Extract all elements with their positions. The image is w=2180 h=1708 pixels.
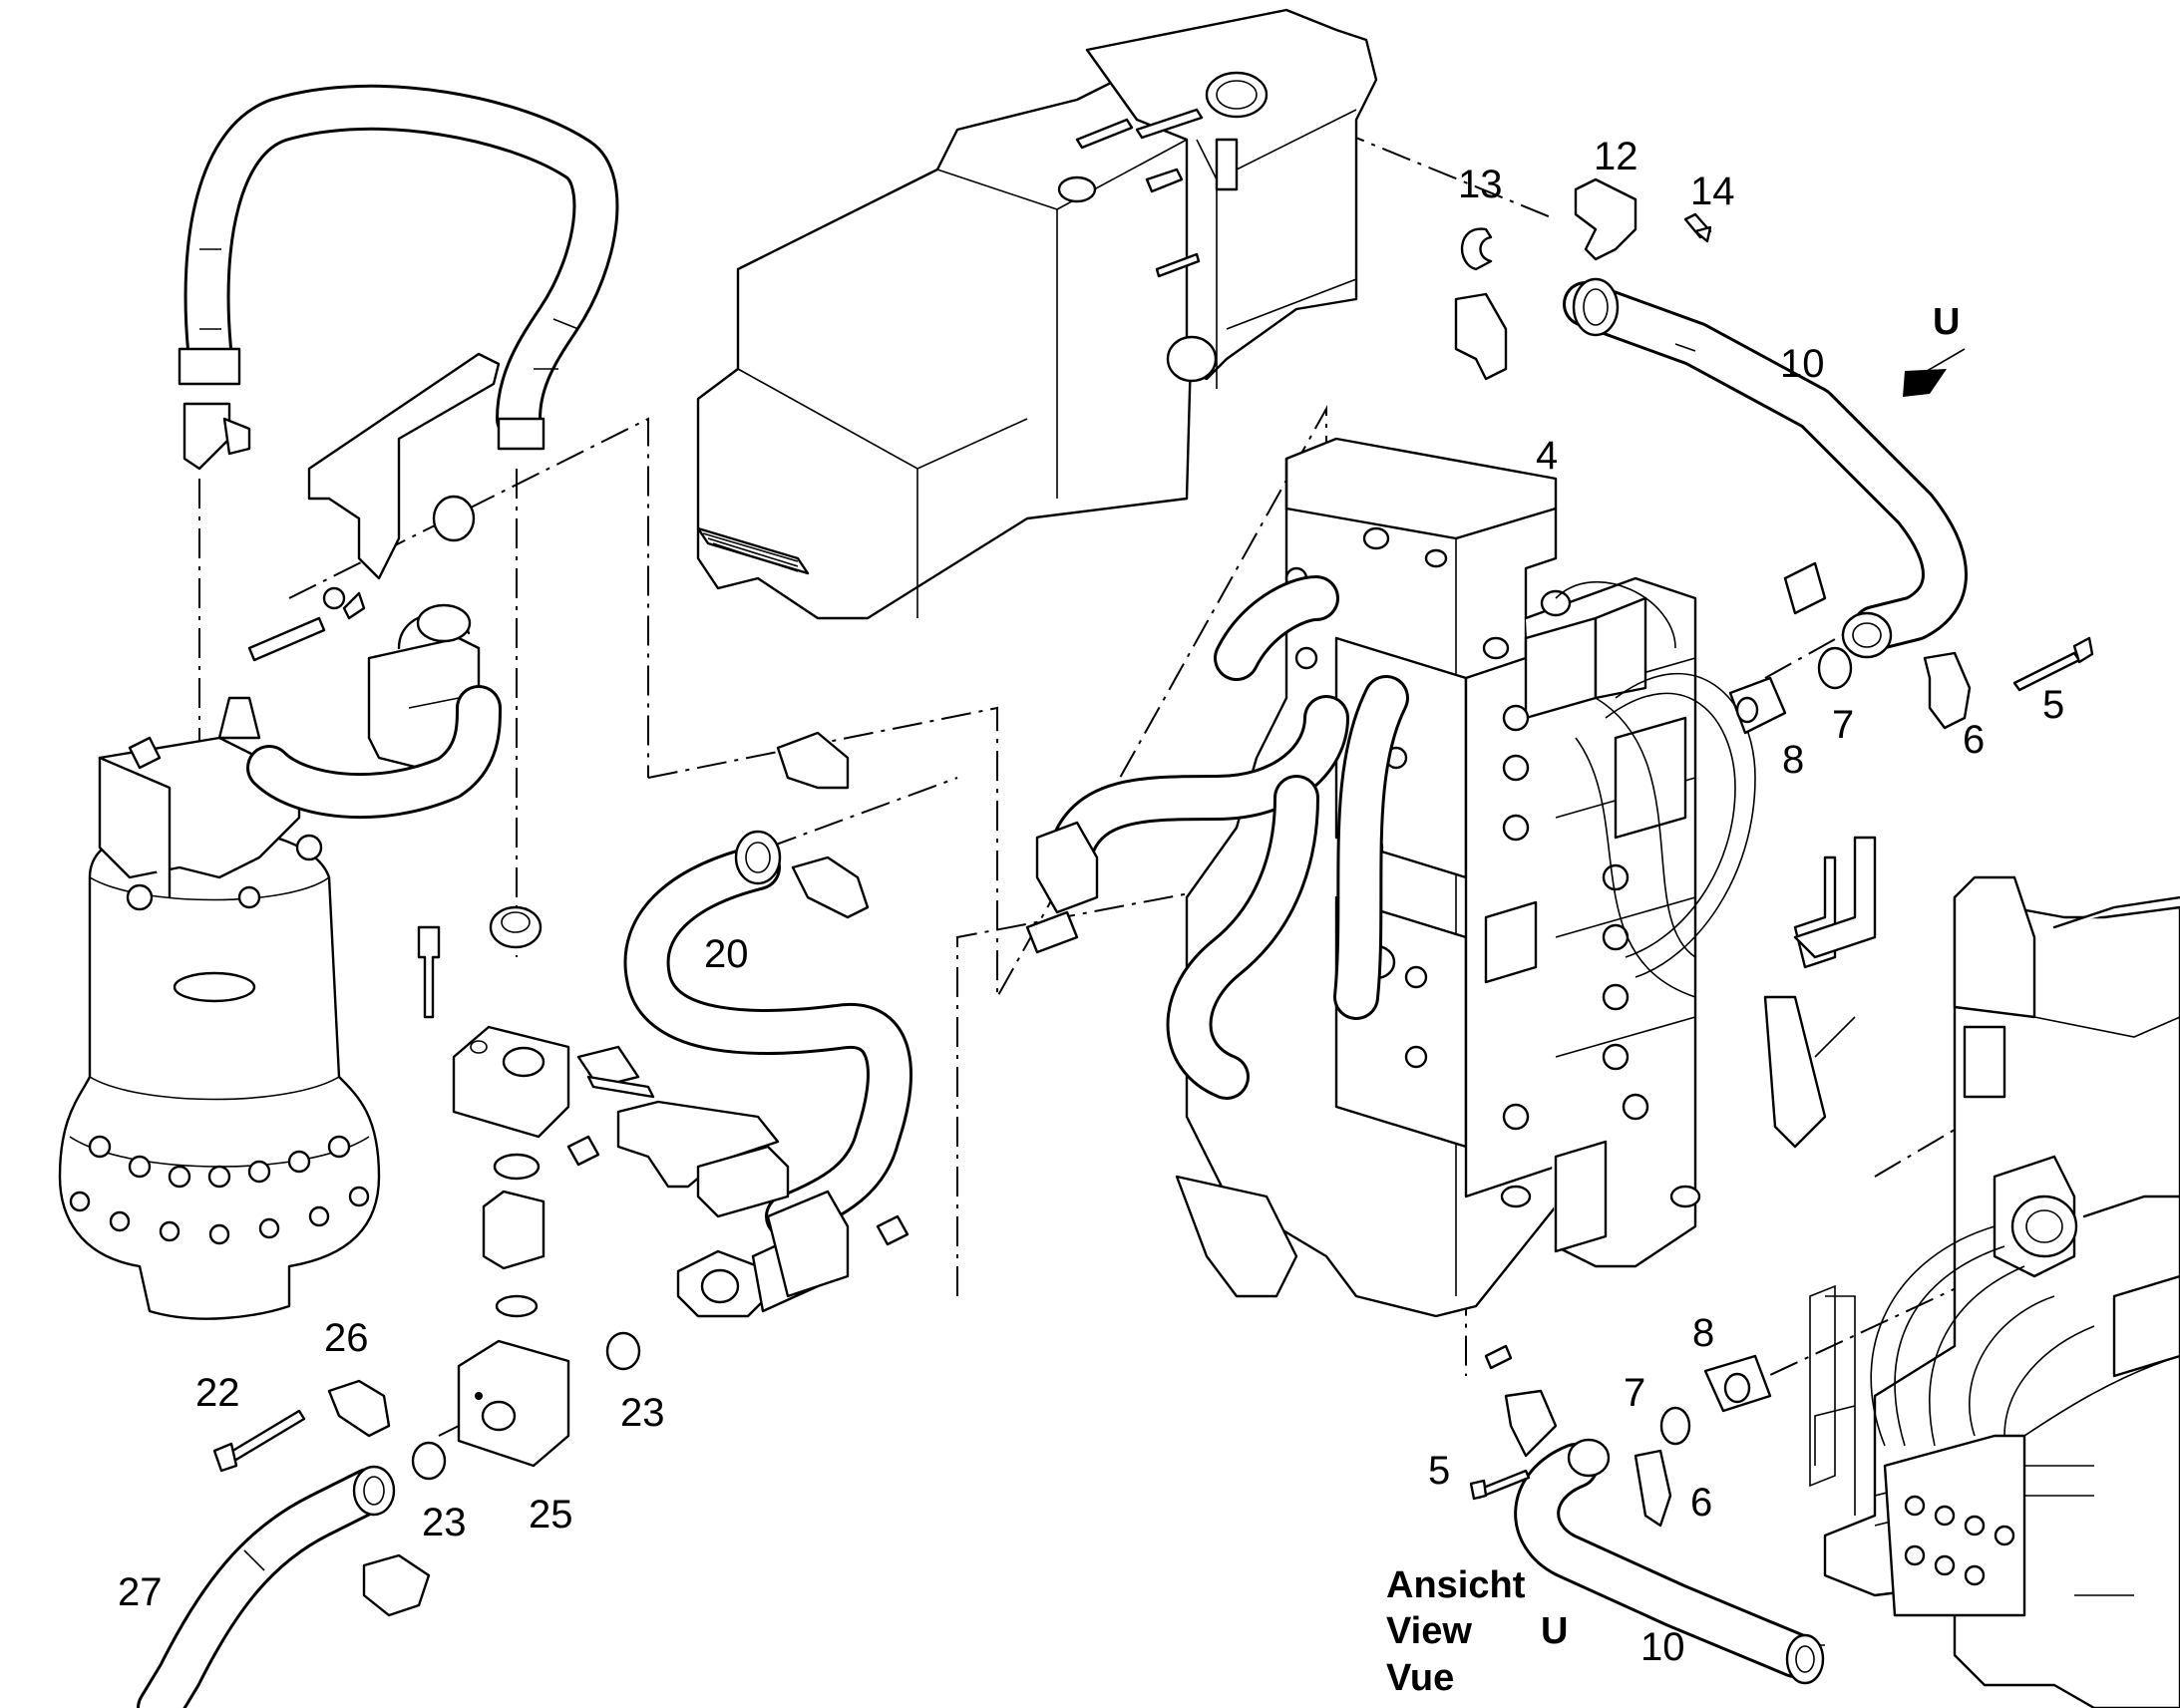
view-caption-view: View [1386,1610,1472,1652]
hose-20 [623,830,912,1239]
callout-8-upper: 8 [1782,738,1804,782]
callout-25: 25 [529,1493,573,1537]
callout-u: U [1933,301,1960,343]
hose-10-lower [1514,1438,1825,1685]
o-ring-upper-block [493,1153,541,1181]
o-ring-7-lower [1659,1406,1691,1446]
view-caption: Ansicht View U Vue [1386,1564,1568,1699]
callout-5-lower: 5 [1428,1449,1450,1493]
hose-upper-left [183,84,619,442]
clamp-half-6-lower [1504,1389,1672,1528]
mounting-bracket-centre [566,1045,909,1246]
o-ring-lower-block [495,1294,539,1318]
screw-5-upper [2012,636,2094,692]
clamp-half-26 [327,1379,391,1438]
clamp-half-12 [1454,177,1637,381]
o-ring-7-upper [1817,646,1853,690]
callout-12: 12 [1594,135,1638,178]
spacer-block [482,1190,545,1270]
bolt-long-vertical [417,925,441,1019]
bolt-lower-centre [1484,1344,1513,1370]
adapter-block-25 [457,1339,570,1468]
mounting-bracket-left [247,352,501,662]
hose-fittings-upper [178,347,545,471]
view-arrow-u [1903,348,1966,397]
callout-22: 22 [195,1371,240,1415]
control-valve-block [1175,437,1701,1318]
screw-5-lower [1469,1469,1531,1501]
o-ring-23-right [605,1331,641,1371]
callout-7-upper: 7 [1832,703,1854,747]
callout-labels: 13 12 14 U 10 4 5 7 6 8 20 26 22 23 23 2… [118,135,2064,1669]
screw-14 [1683,212,1712,243]
callout-6-upper: 6 [1963,718,1985,762]
valve-block-hoses [1025,575,1877,1149]
o-ring-23-left [411,1441,447,1481]
callout-23-left: 23 [422,1501,467,1544]
adapter-block-upper [452,1025,570,1139]
callout-26: 26 [324,1316,369,1360]
flange-8-lower [1703,1354,1772,1413]
swing-motor [58,685,502,1320]
callout-13: 13 [1458,163,1503,206]
seal-ring-13 [1461,227,1493,271]
view-caption-vue: Vue [1386,1657,1454,1699]
flange-8-upper [1728,676,1787,735]
screw-22 [212,1409,306,1473]
callout-23-right: 23 [620,1391,665,1435]
callout-20: 20 [704,932,749,976]
view-caption-letter-u: U [1541,1610,1568,1652]
clamp-half-6-upper [1783,561,1972,730]
flange-connector [676,1190,850,1318]
callout-10-upper: 10 [1780,342,1825,386]
callout-5-upper: 5 [2042,683,2064,727]
nipple-fitting [489,905,543,949]
hose-27 [137,1465,431,1708]
view-u-assembly [1795,875,2180,1708]
callout-27: 27 [118,1570,163,1614]
valve-solenoid-left [367,603,481,770]
view-caption-ansicht: Ansicht [1386,1564,1526,1606]
callout-7-lower: 7 [1624,1371,1645,1415]
callout-6-lower: 6 [1690,1481,1712,1525]
callout-8-lower: 8 [1692,1311,1714,1355]
clamp-pair-20 [776,731,870,919]
upper-housing [696,8,1378,620]
hose-10-upper [1563,277,1968,659]
callout-14: 14 [1690,170,1735,213]
callout-4: 4 [1536,434,1558,478]
callout-10-lower: 10 [1640,1625,1685,1669]
